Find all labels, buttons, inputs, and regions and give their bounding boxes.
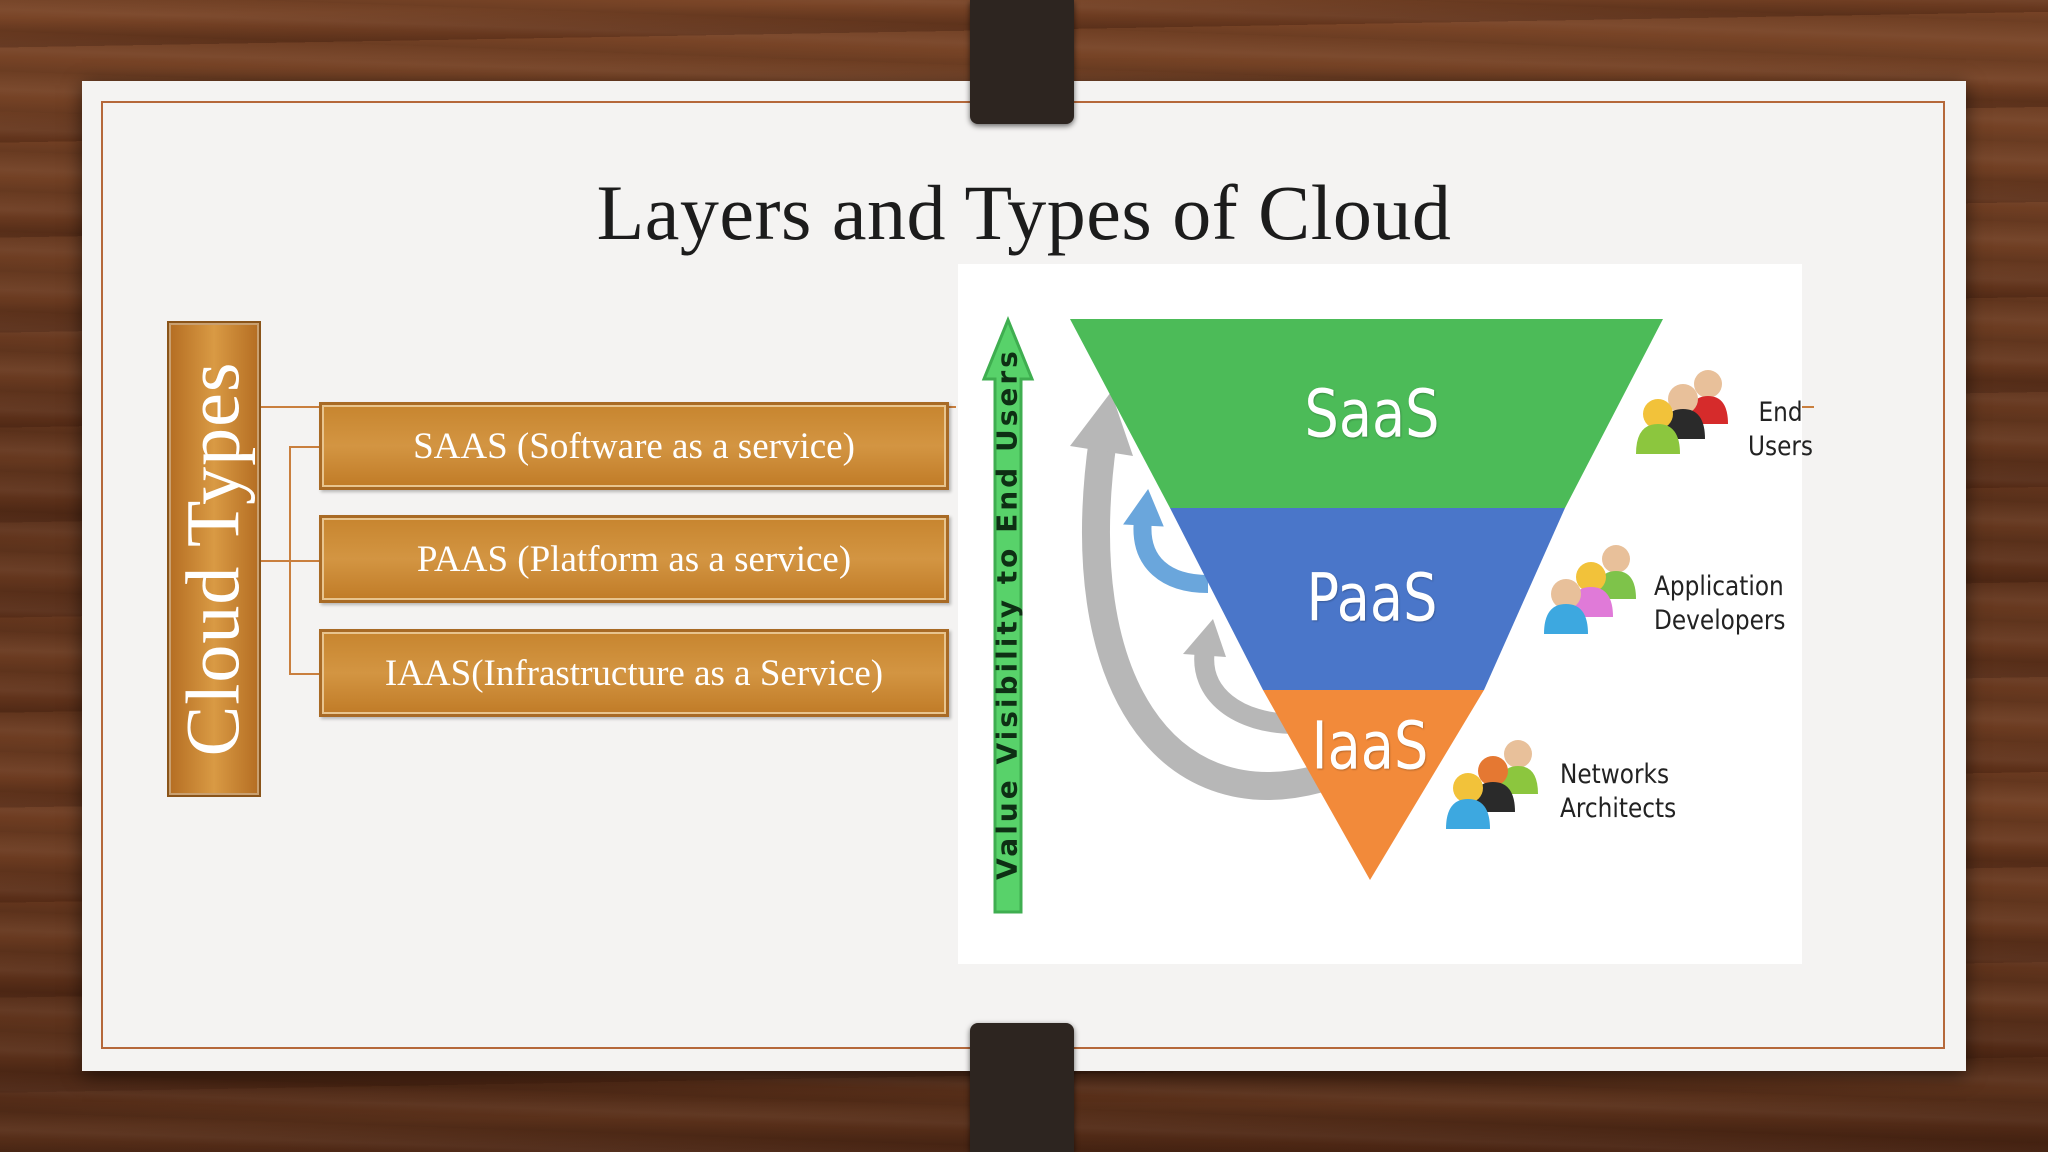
blue-curve-arrow (1123, 488, 1209, 593)
developers-line2: Developers (1654, 605, 1786, 636)
connector-mid (261, 560, 291, 562)
iaas-item: IAAS(Infrastructure as a Service) (319, 629, 949, 717)
developers-label: Application Developers (1654, 570, 1786, 638)
connector-branch-3 (289, 673, 319, 675)
iaas-layer-label: IaaS (1311, 707, 1429, 785)
developers-line1: Application (1654, 571, 1784, 602)
connector-branch-2 (289, 560, 319, 562)
cloud-types-box (167, 321, 261, 797)
bottom-clip (970, 1023, 1074, 1152)
value-visibility-label: Value Visibility to End Users (990, 348, 1024, 880)
value-arrow-icon (981, 316, 1035, 914)
diagram-graphics (981, 316, 1728, 914)
cloud-layers-diagram: Value Visibility to End Users SaaS PaaS … (958, 264, 1813, 964)
architects-label: Networks Architects (1560, 758, 1676, 826)
cloud-types-label: Cloud Types (171, 361, 256, 757)
top-clip (970, 0, 1074, 124)
developers-people-icon (1544, 545, 1636, 634)
paas-layer-label: PaaS (1306, 559, 1438, 637)
slide-title: Layers and Types of Cloud (596, 169, 1452, 256)
paas-item: PAAS (Platform as a service) (319, 515, 949, 603)
saas-layer (1070, 319, 1663, 508)
architects-people-icon (1446, 740, 1538, 829)
paas-layer (1170, 508, 1565, 690)
connector-branch-1 (289, 446, 319, 448)
gray-curve-arrows (1070, 392, 1322, 800)
saas-layer-label: SaaS (1304, 375, 1440, 453)
end-users-label: End Users (1748, 396, 1813, 464)
end-users-line2: Users (1748, 431, 1814, 462)
connector-right-stub (1802, 406, 1814, 408)
end-users-line1: End (1758, 397, 1803, 428)
architects-line1: Networks (1560, 759, 1670, 790)
architects-line2: Architects (1560, 793, 1677, 824)
saas-item: SAAS (Software as a service) (319, 402, 949, 490)
iaas-layer (1263, 690, 1484, 880)
end-users-people-icon (1636, 370, 1728, 454)
